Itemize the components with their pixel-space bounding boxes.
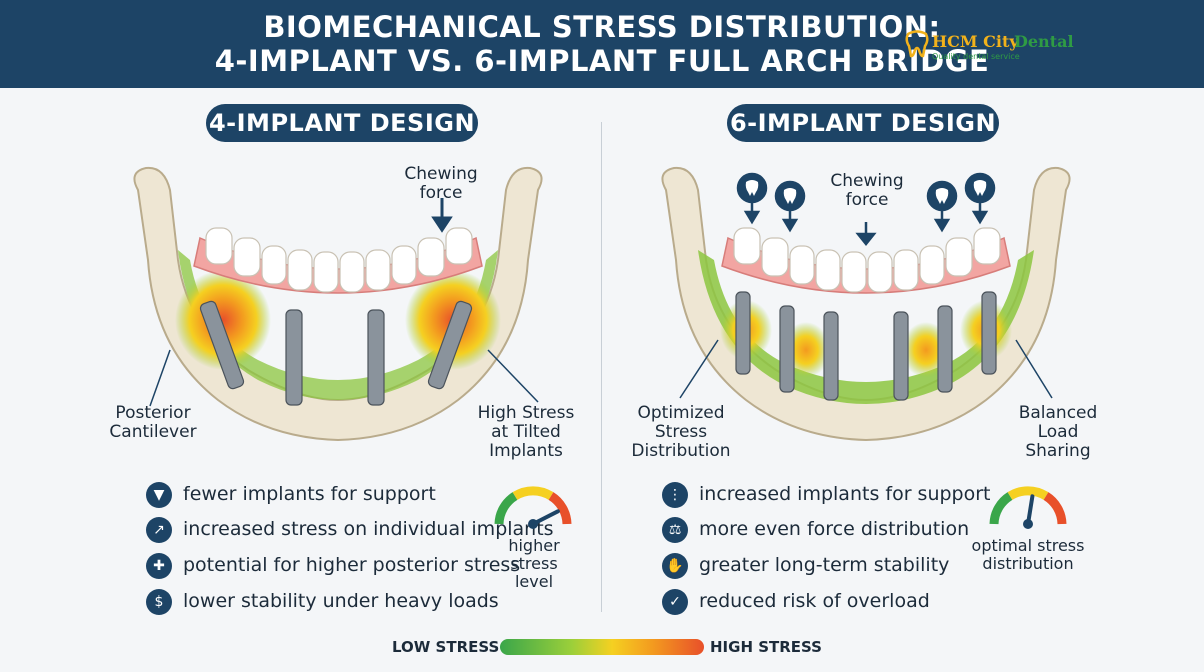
header-banner: BIOMECHANICAL STRESS DISTRIBUTION: 4-IMP… xyxy=(0,0,1204,88)
implant-posts xyxy=(199,300,473,406)
implant-tilted-right xyxy=(427,300,473,390)
leader-optimized xyxy=(679,339,719,399)
gauge-caption-line1: higher xyxy=(508,536,560,555)
stress-gauge-right xyxy=(989,486,1067,529)
implant-2 xyxy=(779,305,795,393)
brand-logo: HCM City Dental Quality dental service xyxy=(902,30,1082,70)
leader-balanced xyxy=(1015,339,1053,399)
implant-straight-right xyxy=(367,309,385,406)
list-item: ⋮ increased implants for support xyxy=(662,481,1062,511)
high-stress-line3: Implants xyxy=(489,441,563,461)
hot-zone-left xyxy=(175,270,271,370)
list-item: ↗ increased stress on individual implant… xyxy=(146,516,554,546)
implant-straight-left xyxy=(285,309,303,406)
list-item: ▼ fewer implants for support xyxy=(146,481,546,511)
six-implant-jaw-diagram xyxy=(661,166,1071,442)
gauge-caption-right: optimal stress distribution xyxy=(960,537,1096,573)
bullet-text: greater long-term stability xyxy=(699,554,950,576)
posterior-line2: Cantilever xyxy=(109,422,197,442)
list-item: ✚ potential for higher posterior stress xyxy=(146,552,546,582)
bullet-text: fewer implants for support xyxy=(183,483,436,505)
chewing-force-label-left: Chewing force xyxy=(396,165,486,203)
tooth-glyphs xyxy=(745,180,987,204)
implant-icon: ▼ xyxy=(146,482,172,508)
high-stress-label: High Stress at Tilted Implants xyxy=(470,404,582,461)
implant-3 xyxy=(823,311,839,401)
balanced-line2: Load xyxy=(1037,422,1079,442)
force-arrow-icon xyxy=(431,198,453,233)
six-implant-title: 6-IMPLANT DESIGN xyxy=(727,104,999,142)
gauge-caption-line2: stress xyxy=(510,554,558,573)
implant-1 xyxy=(735,291,751,375)
gauge-caption-line2: distribution xyxy=(982,554,1074,573)
page-title-line1: BIOMECHANICAL STRESS DISTRIBUTION: xyxy=(263,10,941,44)
leader-high-stress xyxy=(487,349,539,403)
legend-high-label: HIGH STRESS xyxy=(710,638,822,656)
bullet-text: more even force distribution xyxy=(699,518,970,540)
stress-gauge-left xyxy=(494,486,572,529)
optimized-stress-label: Optimized Stress Distribution xyxy=(622,404,740,461)
posterior-cantilever-label: Posterior Cantilever xyxy=(98,404,208,442)
stress-band-green xyxy=(178,250,498,400)
legend-gradient-bar xyxy=(500,639,704,655)
gauge-caption-line3: level xyxy=(514,572,554,591)
posterior-line1: Posterior xyxy=(115,403,191,423)
implant-6 xyxy=(981,291,997,375)
bullet-text: reduced risk of overload xyxy=(699,590,930,612)
balanced-line3: Sharing xyxy=(1025,441,1091,461)
section-divider xyxy=(601,122,602,612)
implant-4 xyxy=(893,311,909,401)
list-item: ⚖ more even force distribution xyxy=(662,516,1062,546)
chewing-force-label-right: Chewing force xyxy=(822,172,912,210)
balance-scale-icon: ⚖ xyxy=(662,517,688,543)
chewing-force-text-right: Chewing force xyxy=(830,171,904,210)
page-title-line2: 4-IMPLANT VS. 6-IMPLANT FULL ARCH BRIDGE xyxy=(214,44,990,78)
logo-brand-dental: Dental xyxy=(1014,32,1074,51)
teeth-row xyxy=(205,227,473,293)
gauge-caption-line1: optimal stress xyxy=(971,536,1085,555)
high-stress-line2: at Tilted xyxy=(491,422,561,442)
four-implant-jaw-diagram xyxy=(133,166,543,442)
chewing-force-text-left: Chewing force xyxy=(404,164,478,203)
optimized-line1: Optimized xyxy=(637,403,725,423)
four-implant-title: 4-IMPLANT DESIGN xyxy=(206,104,478,142)
bullet-text: lower stability under heavy loads xyxy=(183,590,499,612)
posterior-icon: ✚ xyxy=(146,553,172,579)
tooth-logo-icon xyxy=(905,30,929,58)
teeth-row xyxy=(733,227,1001,293)
stress-chart-icon: ↗ xyxy=(146,517,172,543)
weight-icon: $ xyxy=(146,589,172,615)
check-icon: ✓ xyxy=(662,589,688,615)
implants-icon: ⋮ xyxy=(662,482,688,508)
optimized-line3: Distribution xyxy=(631,441,731,461)
stability-hand-icon: ✋ xyxy=(662,553,688,579)
legend-low-label: LOW STRESS xyxy=(392,638,500,656)
implant-tilted-left xyxy=(199,300,245,390)
gauge-caption-left: higher stress level xyxy=(494,537,574,591)
tooth-force-markers xyxy=(736,172,996,247)
bullet-text: potential for higher posterior stress xyxy=(183,554,521,576)
implant-posts xyxy=(735,291,997,401)
list-item: ✓ reduced risk of overload xyxy=(662,588,1062,618)
balanced-load-label: Balanced Load Sharing xyxy=(1008,404,1108,461)
stress-legend: LOW STRESS HIGH STRESS xyxy=(380,634,840,660)
bullet-text: increased implants for support xyxy=(699,483,991,505)
implant-5 xyxy=(937,305,953,393)
logo-tagline: Quality dental service xyxy=(932,52,1020,61)
list-item: ✋ greater long-term stability xyxy=(662,552,1062,582)
list-item: $ lower stability under heavy loads xyxy=(146,588,546,618)
optimized-line2: Stress xyxy=(654,422,708,442)
high-stress-line1: High Stress xyxy=(477,403,575,423)
logo-brand-city: HCM City xyxy=(932,32,1019,51)
bullet-text: increased stress on individual implants xyxy=(183,518,554,540)
leader-posterior xyxy=(149,349,171,407)
balanced-line1: Balanced xyxy=(1018,403,1098,423)
